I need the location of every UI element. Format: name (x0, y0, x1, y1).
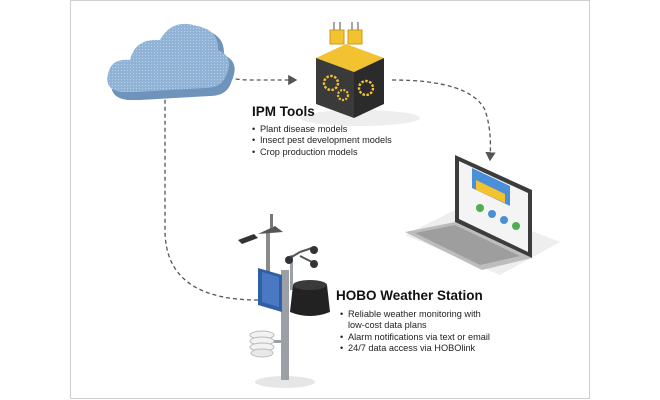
weather-station-item-continuation: low-cost data plans (348, 320, 427, 331)
ipm-tools-title: IPM Tools (252, 104, 315, 119)
ipm-tools-item: Crop production models (252, 147, 392, 159)
weather-station-item-continued: low-cost data plans (340, 320, 490, 331)
weather-station-item: Alarm notifications via text or email (340, 332, 490, 344)
laptop-icon (405, 155, 560, 275)
cloud-icon (107, 23, 235, 100)
weather-station-item: 24/7 data access via HOBOlink (340, 343, 490, 355)
ipm-tools-item: Plant disease models (252, 124, 392, 136)
ipm-tools-list: Plant disease models Insect pest develop… (252, 124, 392, 159)
weather-station-item: Reliable weather monitoring with (340, 309, 490, 321)
connector-gateway-to-laptop (391, 79, 496, 162)
weather-station-icon (238, 214, 330, 388)
gateway-box-icon (300, 22, 420, 126)
radiation-shield (249, 330, 275, 358)
weather-station-list: Reliable weather monitoring with low-cos… (340, 309, 490, 355)
ipm-tools-item: Insect pest development models (252, 135, 392, 147)
weather-station-title: HOBO Weather Station (336, 288, 483, 303)
connector-station-to-cloud (159, 83, 259, 301)
